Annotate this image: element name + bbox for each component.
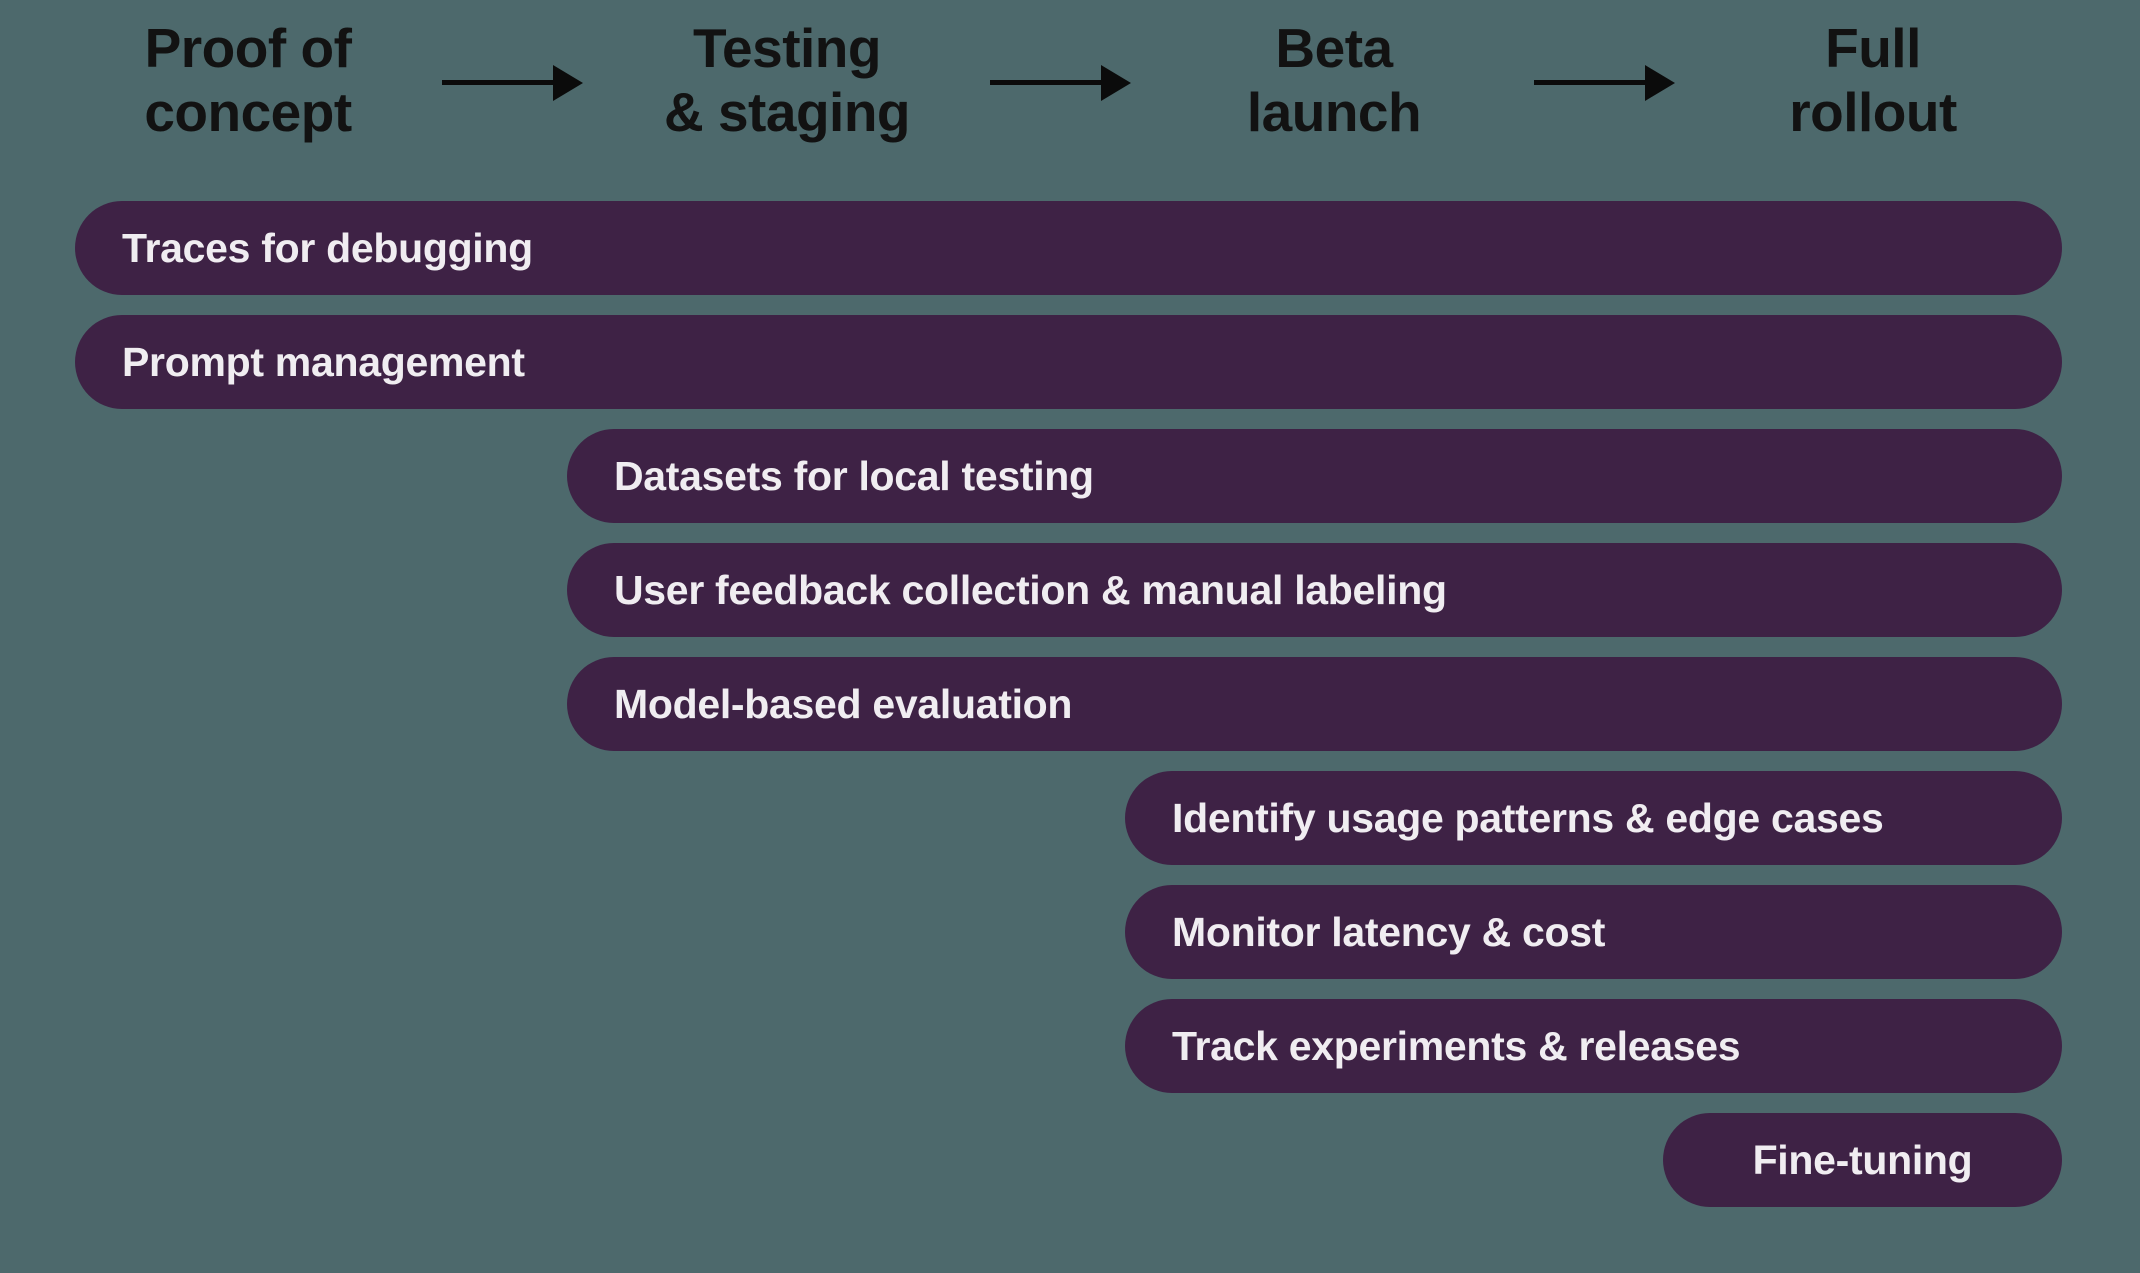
bar-label: Model-based evaluation	[614, 681, 1073, 727]
bar-label: Traces for debugging	[122, 225, 533, 271]
bar-label: Datasets for local testing	[614, 453, 1094, 499]
stage-label: Proof of concept	[144, 17, 352, 143]
timeline-bar: Monitor latency & cost	[1125, 885, 2062, 979]
bar-label: Prompt management	[122, 339, 525, 385]
arrow-right-icon	[990, 64, 1131, 101]
stage-label: Beta launch	[1246, 17, 1422, 143]
timeline-bar: Fine-tuning	[1663, 1113, 2062, 1207]
arrow-right-icon	[442, 64, 583, 101]
bar-label: Track experiments & releases	[1172, 1023, 1741, 1069]
bar-label: User feedback collection & manual labeli…	[614, 567, 1447, 613]
timeline-bar: Datasets for local testing	[567, 429, 2062, 523]
bar-label: Fine-tuning	[1752, 1137, 1973, 1183]
timeline-bar: Identify usage patterns & edge cases	[1125, 771, 2062, 865]
timeline-bar: Track experiments & releases	[1125, 999, 2062, 1093]
stage-label: Full rollout	[1789, 17, 1957, 143]
timeline-bar: Model-based evaluation	[567, 657, 2062, 751]
timeline-bar: Prompt management	[75, 315, 2062, 409]
bar-label: Identify usage patterns & edge cases	[1172, 795, 1884, 841]
timeline-bar: Traces for debugging	[75, 201, 2062, 295]
bar-label: Monitor latency & cost	[1172, 909, 1606, 955]
arrow-right-icon	[1534, 64, 1675, 101]
stage-label: Testing & staging	[663, 17, 911, 143]
timeline-bar: User feedback collection & manual labeli…	[567, 543, 2062, 637]
